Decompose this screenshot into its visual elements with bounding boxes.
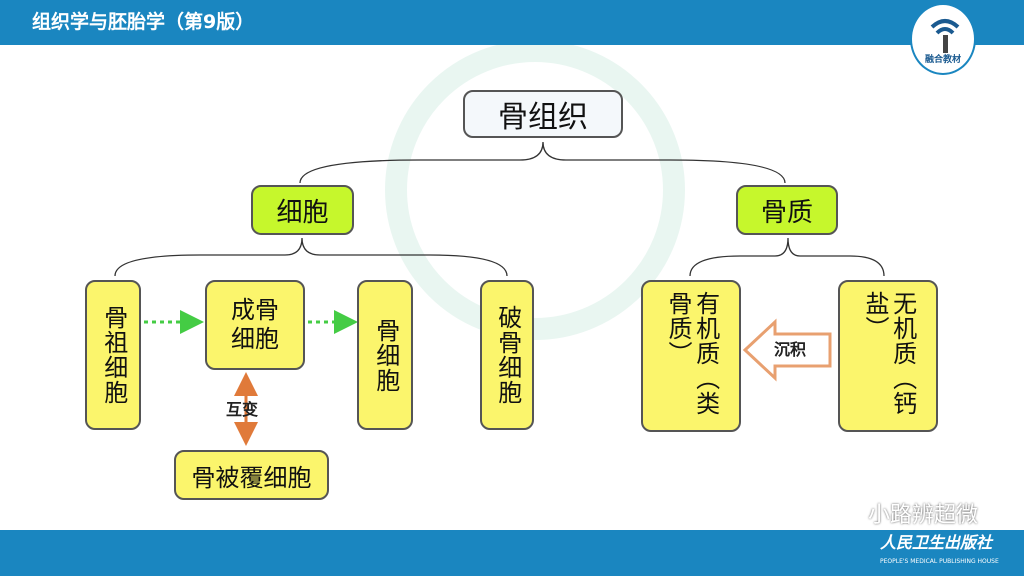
node-osteoprogenitor: 骨祖细胞 — [85, 280, 141, 430]
logo: 融合教材 — [910, 3, 976, 75]
inorganic-label: 无机质（钙盐） — [861, 291, 917, 416]
interconvert-label: 互变 — [226, 400, 259, 419]
watermark-text: 小路辨超微 — [868, 503, 979, 528]
node-matrix: 骨质 — [736, 185, 838, 235]
node-osteocyte: 骨细胞 — [357, 280, 413, 430]
node-inorganic: 无机质（钙盐） — [838, 280, 938, 432]
node-osteoclast: 破骨细胞 — [480, 280, 534, 430]
osteoclast-label: 破骨细胞 — [493, 305, 522, 405]
node-cells: 细胞 — [251, 185, 354, 235]
publisher-name-en: PEOPLE'S MEDICAL PUBLISHING HOUSE — [880, 558, 999, 565]
header-title: 组织学与胚胎学（第9版） — [32, 11, 255, 33]
deposit-label: 沉积 — [774, 340, 807, 359]
osteoprogenitor-label: 骨祖细胞 — [99, 305, 128, 405]
node-organic: 有机质（类骨质） — [641, 280, 741, 432]
publisher-name: 人民卫生出版社 — [880, 533, 993, 552]
organic-label: 有机质（类骨质） — [664, 291, 720, 416]
footer-bar — [0, 530, 1024, 576]
wifi-hand-icon — [930, 19, 960, 53]
root-bracket — [299, 141, 786, 184]
node-bone-lining-cell: 骨被覆细胞 — [174, 450, 329, 500]
matrix-bracket — [689, 237, 885, 277]
cells-bracket — [114, 237, 508, 277]
deposit-arrow — [742, 318, 832, 382]
osteocyte-label: 骨细胞 — [371, 317, 400, 393]
node-bone-tissue: 骨组织 — [463, 90, 623, 138]
header-bar: 组织学与胚胎学（第9版） — [0, 0, 1024, 45]
node-osteoblast: 成骨细胞 — [205, 280, 305, 370]
logo-text: 融合教材 — [924, 55, 961, 65]
